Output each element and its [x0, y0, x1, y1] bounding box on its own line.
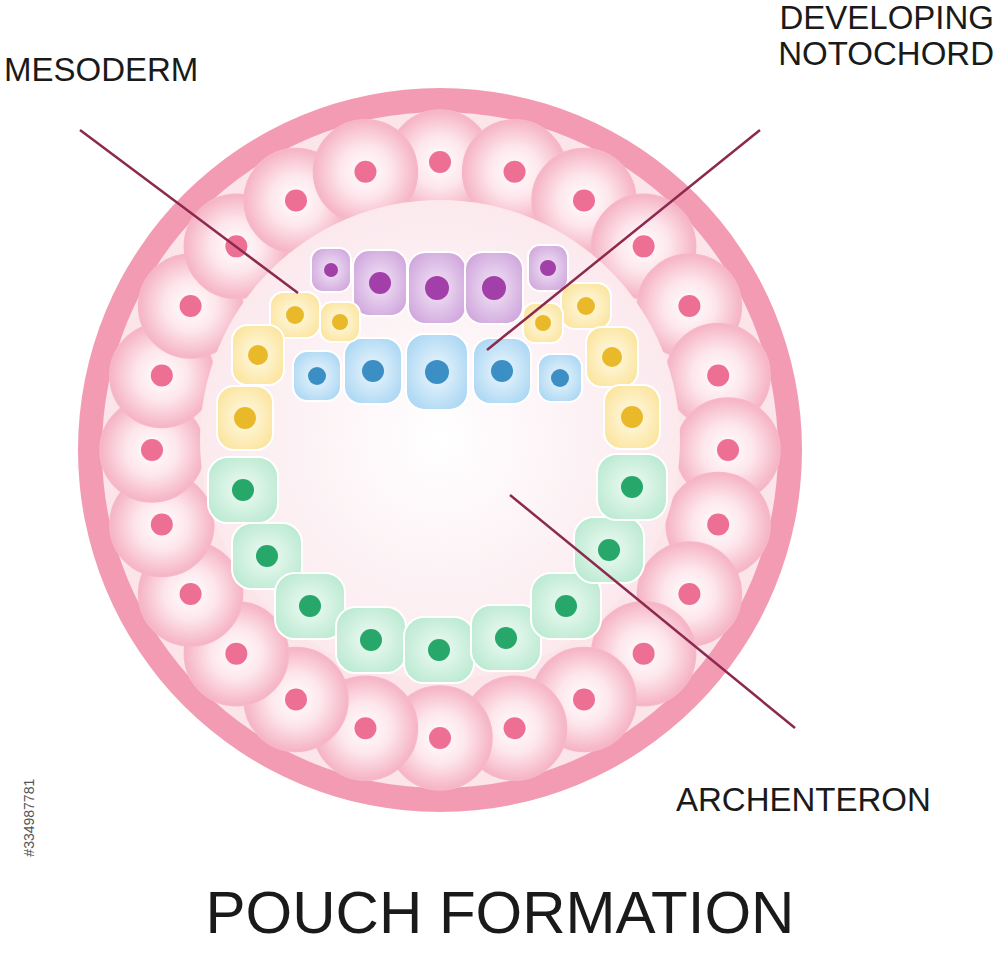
endoderm-cell	[597, 454, 667, 520]
notochord-cell	[406, 334, 468, 410]
nucleus	[540, 260, 556, 276]
nucleus	[707, 514, 729, 536]
nucleus	[299, 595, 321, 617]
endoderm-cell	[275, 573, 345, 639]
nucleus	[482, 276, 506, 300]
nucleus	[573, 190, 595, 212]
nucleus	[180, 583, 202, 605]
nucleus	[286, 306, 304, 324]
nucleus	[324, 263, 338, 277]
endoderm-cell	[574, 517, 644, 583]
nucleus	[504, 161, 526, 183]
nucleus	[141, 439, 163, 461]
nucleus	[256, 545, 278, 567]
inner-cells	[208, 245, 667, 683]
nucleus	[332, 314, 348, 330]
nucleus	[602, 347, 622, 367]
neural-cell	[311, 248, 351, 292]
part-label: DEVELOPING NOTOCHORD	[664, 0, 994, 73]
nucleus	[428, 639, 450, 661]
nucleus	[598, 539, 620, 561]
nucleus	[495, 627, 517, 649]
nucleus	[633, 643, 655, 665]
notochord-cell	[473, 338, 531, 404]
nucleus	[577, 297, 595, 315]
endoderm-cell	[336, 607, 406, 673]
nucleus	[354, 161, 376, 183]
part-label: MESODERM	[4, 52, 198, 88]
outer-membrane	[78, 88, 802, 812]
diagram-title: POUCH FORMATION	[0, 880, 1000, 946]
nucleus	[491, 360, 513, 382]
nucleus	[504, 717, 526, 739]
nucleus	[707, 364, 729, 386]
neural-cell	[353, 250, 407, 316]
nucleus	[621, 406, 643, 428]
nucleus	[354, 717, 376, 739]
nucleus	[369, 272, 391, 294]
nucleus	[535, 315, 551, 331]
mesoderm-cell	[523, 303, 563, 343]
nucleus	[678, 295, 700, 317]
nucleus	[151, 364, 173, 386]
endoderm-cell	[208, 457, 278, 523]
nucleus	[225, 643, 247, 665]
ectoderm-cells	[100, 110, 780, 790]
nucleus	[573, 688, 595, 710]
leader-line	[510, 495, 795, 728]
neural-cell	[528, 245, 568, 291]
mesoderm-cell	[232, 325, 284, 385]
nucleus	[429, 727, 451, 749]
part-label: ARCHENTERON	[676, 782, 931, 818]
leader-line	[487, 130, 760, 350]
nucleus	[551, 369, 569, 387]
mesoderm-cell	[586, 327, 638, 387]
nucleus	[285, 190, 307, 212]
notochord-cell	[344, 338, 402, 404]
nucleus	[234, 407, 256, 429]
nucleus	[151, 514, 173, 536]
notochord-cell	[293, 351, 341, 401]
mesoderm-cell	[217, 386, 273, 450]
notochord-cell	[538, 354, 582, 402]
nucleus	[678, 583, 700, 605]
nucleus	[180, 295, 202, 317]
watermark-number: #334987781	[22, 728, 37, 908]
nucleus	[621, 476, 643, 498]
mesoderm-cell	[561, 283, 611, 329]
nucleus	[425, 276, 449, 300]
nucleus	[360, 629, 382, 651]
nucleus	[362, 360, 384, 382]
mesoderm-cell	[320, 302, 360, 342]
nucleus	[429, 151, 451, 173]
neural-cell	[408, 252, 466, 324]
nucleus	[308, 367, 326, 385]
mesoderm-cell	[604, 385, 660, 449]
nucleus	[717, 439, 739, 461]
nucleus	[248, 345, 268, 365]
endoderm-cell	[404, 617, 474, 683]
nucleus	[633, 235, 655, 257]
nucleus	[555, 595, 577, 617]
leader-line	[80, 130, 298, 293]
nucleus	[425, 360, 449, 384]
neural-cell	[465, 252, 523, 324]
nucleus	[232, 479, 254, 501]
nucleus	[285, 688, 307, 710]
